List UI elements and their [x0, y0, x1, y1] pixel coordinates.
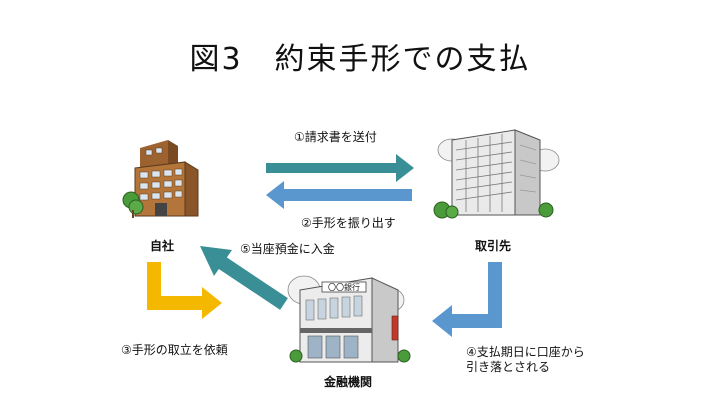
step1-label: ①請求書を送付	[294, 130, 377, 144]
financial-institution-label: 金融機関	[324, 375, 373, 389]
step4-label-line1: ④支払期日に口座から	[466, 345, 585, 359]
own-company-building-icon	[122, 140, 199, 218]
arrow-step2-icon	[266, 181, 412, 209]
own-company-label: 自社	[150, 239, 175, 253]
bank-building-icon: 〇〇銀行	[287, 275, 411, 363]
business-partner-label: 取引先	[475, 239, 512, 253]
step4-label-line2: 引き落とされる	[466, 360, 551, 374]
arrow-step5-icon	[200, 246, 288, 310]
step2-label: ②手形を振り出す	[301, 216, 396, 230]
page-title: 図3 約束手形での支払	[189, 42, 531, 77]
business-partner-building-icon	[433, 129, 560, 219]
step4-label: ④支払期日に口座から 引き落とされる	[466, 345, 585, 375]
arrow-step3-icon	[147, 262, 222, 319]
arrow-step4-icon	[432, 262, 502, 337]
step3-label: ③手形の取立を依頼	[121, 343, 228, 357]
arrow-step1-icon	[266, 154, 414, 182]
bank-sign-text: 〇〇銀行	[328, 282, 360, 292]
step5-label: ⑤当座預金に入金	[240, 242, 335, 256]
